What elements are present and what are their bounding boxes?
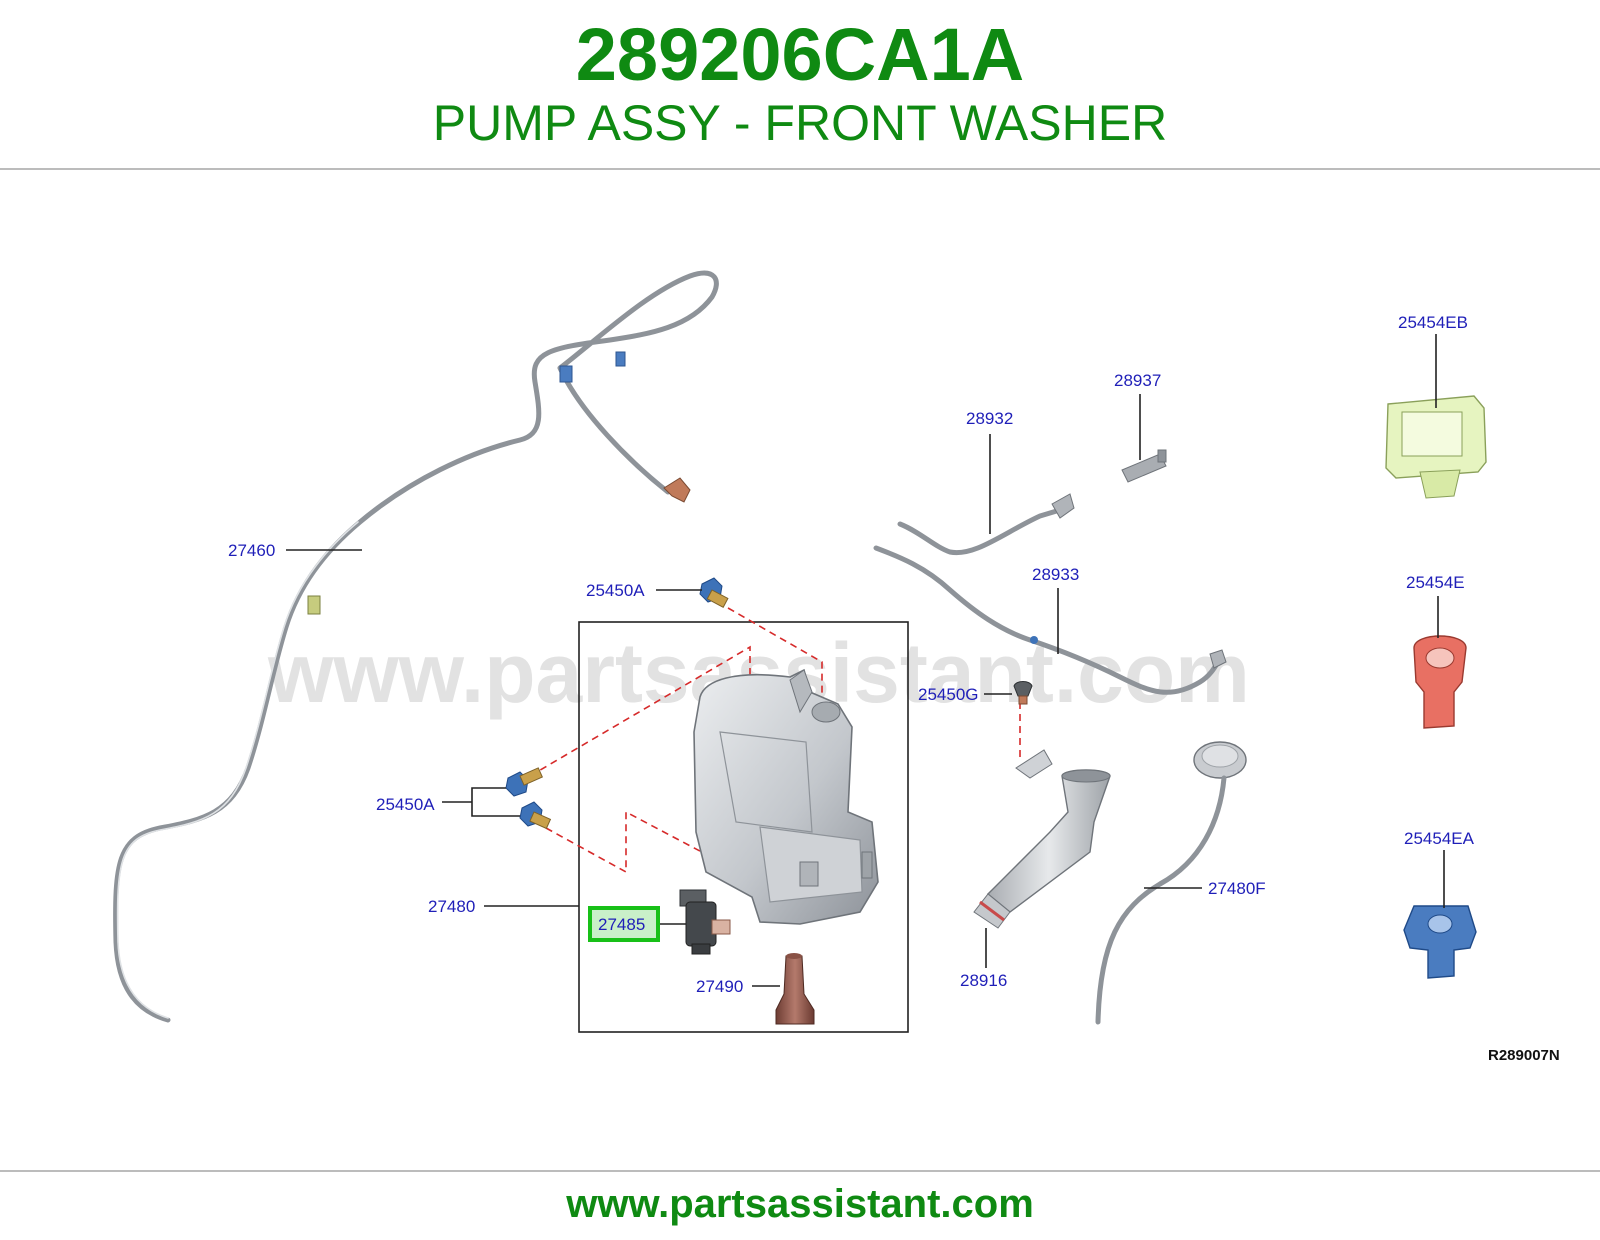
clip-25454E — [1413, 635, 1467, 729]
bolt-25450A-top — [699, 577, 729, 608]
bolts-25450A-left — [505, 767, 552, 830]
callout-25454EB[interactable]: 25454EB — [1398, 313, 1468, 332]
washer-hose-27460 — [113, 270, 719, 1023]
part-number: 289206CA1A — [575, 13, 1025, 96]
washer-pump-27485 — [679, 889, 731, 955]
check-valve-28937 — [1121, 449, 1167, 483]
callout-28933[interactable]: 28933 — [1032, 565, 1079, 584]
hose-clip-icon — [559, 365, 573, 383]
filler-neck-28916 — [973, 749, 1111, 929]
cap-27480F — [1095, 741, 1247, 1025]
highlight-box-27485 — [588, 906, 660, 942]
callout-25454EA[interactable]: 25454EA — [1404, 829, 1475, 848]
washer-tank-27480 — [693, 668, 879, 925]
clip-25454EA — [1403, 905, 1477, 979]
callout-27490[interactable]: 27490 — [696, 977, 743, 996]
clip-25454EB — [1385, 395, 1487, 499]
callout-25450A-left[interactable]: 25450A — [376, 795, 435, 814]
callout-27480[interactable]: 27480 — [428, 897, 475, 916]
callout-27460[interactable]: 27460 — [228, 541, 275, 560]
tank-assembly-frame — [578, 621, 909, 1033]
diagram-canvas: www.partsassistant.com 27460 25450A — [113, 270, 1560, 1064]
hose-connector-icon — [663, 477, 691, 503]
parts-diagram: www.partsassistant.com 27460 25450A — [0, 172, 1600, 1168]
callout-25450G[interactable]: 25450G — [918, 685, 979, 704]
callout-28932[interactable]: 28932 — [966, 409, 1013, 428]
callout-28916[interactable]: 28916 — [960, 971, 1007, 990]
hose-28933 — [873, 545, 1227, 695]
callout-25450A-top[interactable]: 25450A — [586, 581, 645, 600]
hose-clip-icon — [615, 351, 626, 367]
grommet-27490 — [775, 953, 815, 1025]
hose-28932 — [897, 493, 1075, 556]
footer-url[interactable]: www.partsassistant.com — [566, 1182, 1034, 1226]
hose-clip-icon — [307, 595, 321, 615]
callout-27485[interactable]: 27485 — [598, 915, 645, 934]
callout-27480F[interactable]: 27480F — [1208, 879, 1266, 898]
callout-28937[interactable]: 28937 — [1114, 371, 1161, 390]
footer-divider — [0, 1170, 1600, 1172]
header: 289206CA1A PUMP ASSY - FRONT WASHER — [0, 0, 1600, 170]
diagram-reference-code: R289007N — [1488, 1047, 1560, 1064]
grommet-25450G — [1013, 681, 1033, 705]
header-divider — [0, 168, 1600, 170]
part-name: PUMP ASSY - FRONT WASHER — [432, 95, 1168, 151]
callout-25454E[interactable]: 25454E — [1406, 573, 1465, 592]
